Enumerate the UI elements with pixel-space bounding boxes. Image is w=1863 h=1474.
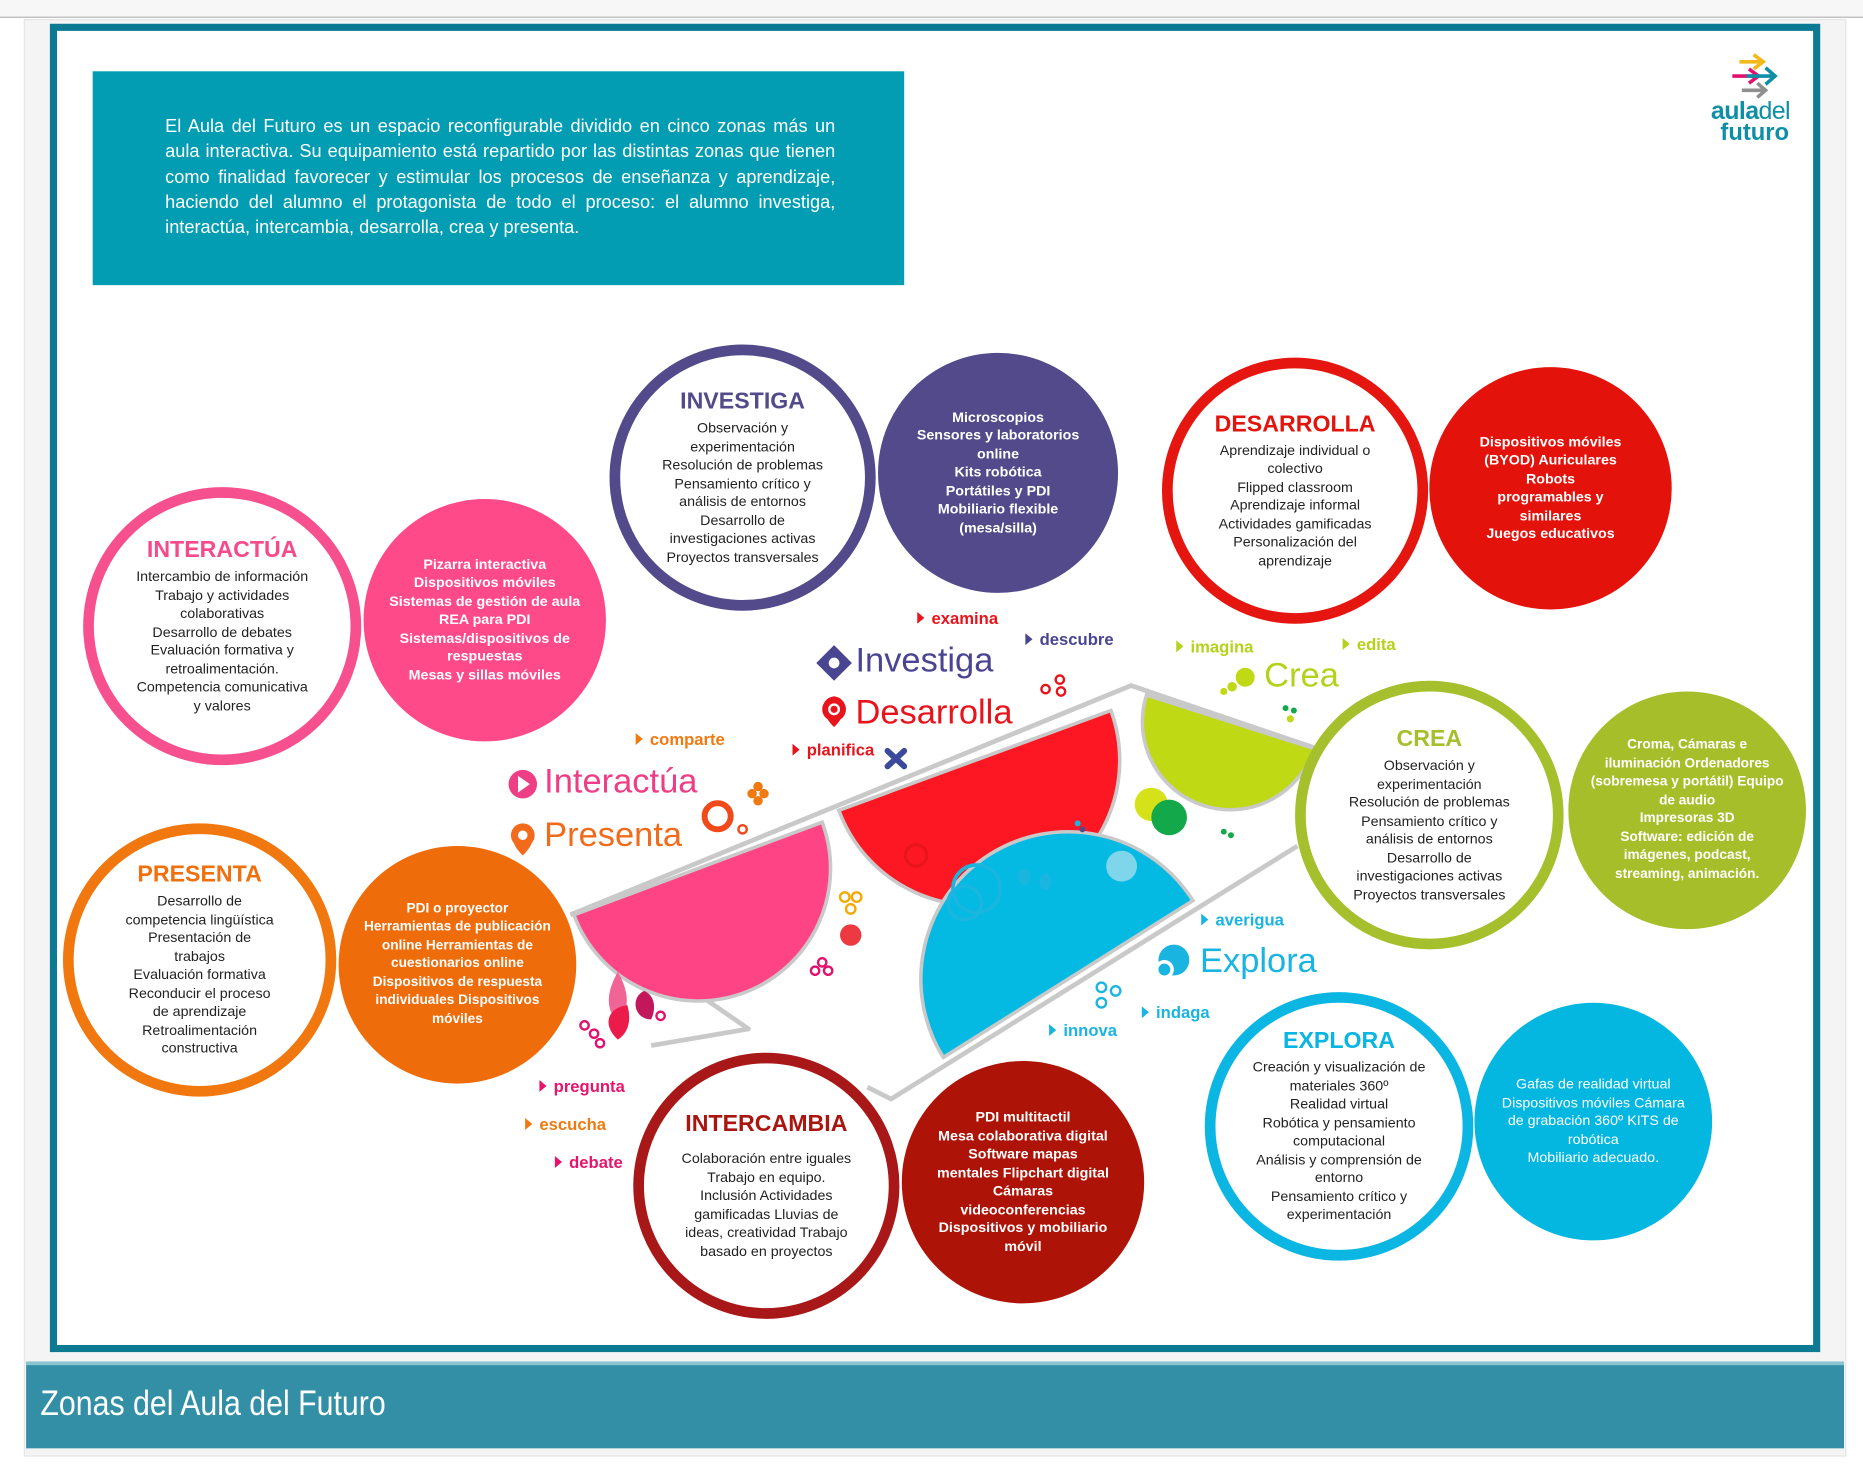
triangle-bullet-icon: [554, 1156, 562, 1168]
intro-box: El Aula del Futuro es un espacio reconfi…: [92, 71, 905, 286]
logo-word-aula: aula: [1710, 97, 1759, 125]
top-bar: [0, 0, 1863, 18]
triangle-bullet-icon: [1176, 640, 1184, 653]
zone-equipment: Croma, Cámaras e iluminación Ordenadores…: [1590, 737, 1784, 882]
zone-equipment: PDI o proyector Herramientas de publicac…: [364, 901, 551, 1027]
zone-presenta-activities: PRESENTA Desarrollo de competencia lingü…: [62, 823, 337, 1097]
interactua-play-icon: [508, 769, 538, 799]
desarrolla-pin-icon: [822, 696, 846, 728]
triangle-bullet-icon: [792, 743, 800, 756]
zone-interactua-activities: INTERACTÚA Intercambio de información Tr…: [83, 487, 362, 766]
zone-shape-explora: [919, 829, 1196, 1060]
zone-title: INVESTIGA: [680, 388, 806, 415]
arrows-logo-icon: [1732, 53, 1778, 99]
zone-desarrolla-activities: DESARROLLA Aprendizaje individual o cole…: [1162, 357, 1429, 624]
label-explora: Explora: [1200, 942, 1317, 981]
zone-shape-crea: [1140, 692, 1317, 812]
explora-icon: [1154, 944, 1190, 980]
verb-descubre: descubre: [1025, 630, 1114, 649]
zone-shape-interactua: [571, 819, 833, 1003]
zone-investiga-equipment: Microscopios Sensores y laboratorios onl…: [878, 352, 1119, 593]
triangle-bullet-icon: [917, 611, 925, 624]
verb-averigua: averigua: [1201, 910, 1284, 929]
verb-edita: edita: [1342, 634, 1396, 653]
triangle-bullet-icon: [1342, 638, 1350, 650]
zone-crea-activities: CREA Observación y experimentación Resol…: [1295, 680, 1564, 950]
logo-word-del: del: [1758, 97, 1791, 125]
zone-title: PRESENTA: [137, 861, 262, 888]
zone-title: CREA: [1396, 725, 1463, 753]
zone-crea-equipment: Croma, Cámaras e iluminación Ordenadores…: [1568, 691, 1806, 930]
zone-activities: Intercambio de información Trabajo y act…: [136, 567, 309, 714]
verb-debate: debate: [554, 1152, 623, 1172]
zone-equipment: Gafas de realidad virtual Dispositivos m…: [1501, 1075, 1685, 1166]
triangle-bullet-icon: [525, 1118, 533, 1130]
zone-equipment: PDI multitactil Mesa colaborativa digita…: [937, 1108, 1109, 1255]
zone-explora-equipment: Gafas de realidad virtual Dispositivos m…: [1474, 1002, 1713, 1241]
zone-intercambia-activities: INTERCAMBIA Colaboración entre iguales T…: [633, 1052, 900, 1319]
triangle-bullet-icon: [1141, 1006, 1149, 1019]
label-desarrolla: Desarrolla: [855, 693, 1013, 732]
triangle-bullet-icon: [539, 1080, 547, 1092]
investiga-diamond-icon: [816, 645, 852, 681]
figure-caption: Zonas del Aula del Futuro: [40, 1384, 386, 1424]
zone-explora-activities: EXPLORA Creación y visualización de mate…: [1204, 992, 1474, 1261]
zone-title: INTERACTÚA: [146, 537, 298, 564]
presenta-pin-icon: [510, 823, 535, 856]
triangle-bullet-icon: [1025, 633, 1033, 646]
zone-activities: Observación y experimentación Resolución…: [1348, 756, 1510, 903]
zone-title: INTERCAMBIA: [685, 1110, 848, 1138]
verb-indaga: indaga: [1141, 1003, 1210, 1022]
verb-innova: innova: [1049, 1021, 1117, 1040]
verb-examina: examina: [917, 608, 998, 627]
figure-caption-bar: Zonas del Aula del Futuro: [26, 1361, 1844, 1449]
zone-investiga-activities: INVESTIGA Observación y experimentación …: [609, 344, 876, 611]
zone-title: EXPLORA: [1283, 1028, 1396, 1055]
zone-activities: Creación y visualización de materiales 3…: [1252, 1058, 1426, 1223]
zone-presenta-equipment: PDI o proyector Herramientas de publicac…: [338, 845, 577, 1084]
label-interactua: Interactúa: [544, 762, 698, 801]
zone-equipment: Dispositivos móviles (BYOD) Auriculares …: [1479, 433, 1622, 542]
triangle-bullet-icon: [1049, 1024, 1057, 1037]
zone-activities: Observación y experimentación Resolución…: [662, 419, 824, 565]
label-presenta: Presenta: [544, 816, 683, 855]
zone-title: DESARROLLA: [1214, 410, 1376, 437]
zone-activities: Aprendizaje individual o colectivo Flipp…: [1218, 441, 1372, 569]
verb-escucha: escucha: [525, 1114, 606, 1133]
triangle-bullet-icon: [1201, 913, 1209, 926]
zone-intercambia-equipment: PDI multitactil Mesa colaborativa digita…: [901, 1061, 1145, 1304]
zone-desarrolla-equipment: Dispositivos móviles (BYOD) Auriculares …: [1429, 367, 1672, 610]
zone-activities: Colaboración entre iguales Trabajo en eq…: [681, 1150, 852, 1259]
verb-comparte: comparte: [635, 730, 725, 749]
zone-equipment: Microscopios Sensores y laboratorios onl…: [916, 408, 1080, 536]
intro-text: El Aula del Futuro es un espacio reconfi…: [165, 116, 836, 238]
logo-word-futuro: futuro: [1720, 120, 1790, 147]
zone-equipment: Pizarra interactiva Dispositivos móviles…: [389, 555, 581, 683]
zone-interactua-equipment: Pizarra interactiva Dispositivos móviles…: [363, 499, 606, 742]
verb-imagina: imagina: [1176, 637, 1253, 656]
aula-del-futuro-logo: auladel futuro: [1706, 52, 1801, 149]
label-crea: Crea: [1264, 657, 1339, 696]
zone-activities: Desarrollo de competencia lingüística Pr…: [125, 892, 274, 1057]
label-investiga: Investiga: [855, 641, 994, 680]
verb-pregunta: pregunta: [539, 1076, 625, 1095]
triangle-bullet-icon: [635, 733, 643, 745]
verb-planifica: planifica: [792, 740, 874, 759]
cross-icon: [884, 747, 908, 770]
decorative-dots: [579, 667, 1297, 1049]
